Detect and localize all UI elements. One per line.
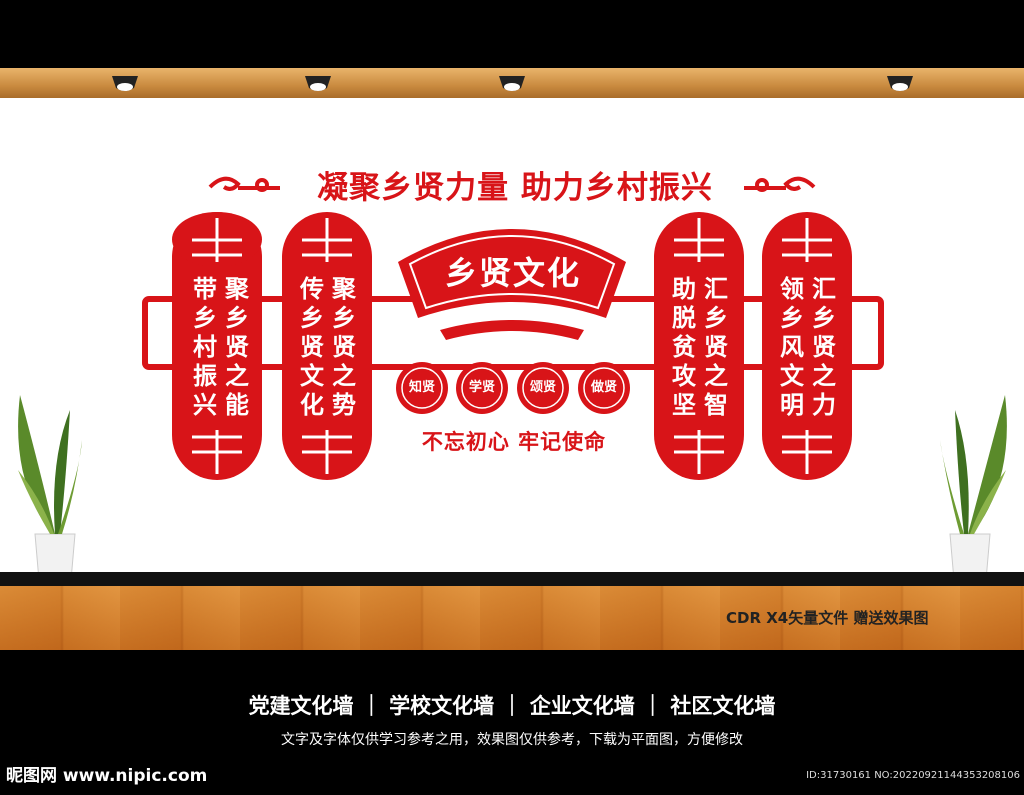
circle-label: 知贤 [408, 380, 435, 395]
circle-label: 做贤 [590, 380, 617, 395]
spotlight-icon [112, 76, 138, 91]
panel-3-right-text: 汇乡贤之智 [704, 275, 728, 419]
disclaimer-text: 文字及字体仅供学习参考之用，效果图仅供参考，下载为平面图，方便修改 [281, 732, 743, 748]
white-wall [0, 98, 1024, 572]
spotlight-icon [499, 76, 525, 91]
panel-4-left-text: 领乡风文明 [780, 275, 804, 419]
circle-label: 学贤 [468, 380, 495, 395]
category-list: 党建文化墙 ｜ 学校文化墙 ｜ 企业文化墙 ｜ 社区文化墙 [248, 694, 776, 718]
center-title: 乡贤文化 [444, 254, 581, 292]
pill-panel-4 [762, 212, 852, 480]
cloud-scroll-left-icon [208, 176, 280, 192]
baseboard [0, 572, 1024, 586]
pill-panel-1 [172, 212, 262, 480]
circle-medallions [396, 362, 630, 414]
fan-plaque [398, 229, 626, 340]
panel-2-left-text: 传乡贤文化 [300, 275, 324, 419]
top-black-band [0, 0, 1024, 68]
cloud-scroll-right-icon [744, 176, 816, 192]
watermark-site: 昵图网 www.nipic.com [6, 766, 208, 786]
wooden-floor [0, 586, 1024, 650]
headline-slogan: 凝聚乡贤力量 助力乡村振兴 [317, 170, 713, 206]
image-id-text: ID:31730161 NO:20220921144353208106 [806, 770, 1020, 781]
plant-left-icon [18, 395, 82, 572]
panel-1-right-text: 聚乡贤之能 [225, 275, 249, 419]
spotlight-icon [887, 76, 913, 91]
plant-right-icon [940, 395, 1007, 572]
culture-wall-artwork [18, 176, 1007, 572]
bottom-black-band [0, 650, 1024, 795]
file-format-note: CDR X4矢量文件 赠送效果图 [726, 609, 929, 627]
circle-label: 颂贤 [529, 380, 556, 395]
panel-2-right-text: 聚乡贤之势 [332, 275, 356, 419]
motto-text: 不忘初心 牢记使命 [421, 430, 607, 454]
pill-panel-2 [282, 212, 372, 480]
spotlight-icon [305, 76, 331, 91]
panel-3-left-text: 助脱贫攻坚 [672, 275, 696, 419]
pill-panel-3 [654, 212, 744, 480]
panel-4-right-text: 汇乡贤之力 [812, 275, 836, 419]
panel-1-left-text: 带乡村振兴 [193, 275, 217, 419]
